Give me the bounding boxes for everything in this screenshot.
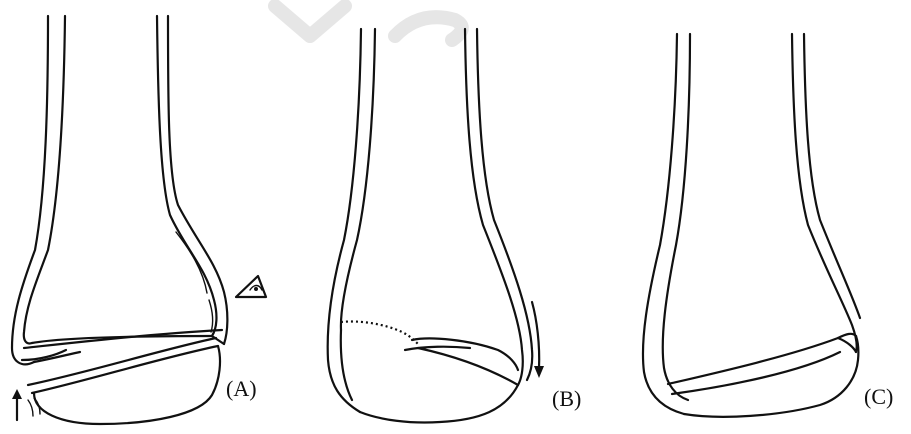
arrow-up-icon — [12, 389, 22, 420]
panel-b: (B) — [328, 29, 582, 423]
panel-a: (A) — [12, 16, 266, 424]
watermark — [275, 6, 462, 40]
panel-label-b: (B) — [552, 386, 581, 411]
panel-label-c: (C) — [864, 384, 893, 409]
arrow-down-icon — [532, 302, 544, 378]
bone-a — [12, 16, 227, 424]
bone-c — [643, 34, 860, 417]
panel-c: (C) — [643, 34, 893, 417]
panel-label-a: (A) — [226, 376, 257, 401]
bone-b — [328, 29, 533, 423]
eye-symbol-icon — [236, 276, 266, 297]
